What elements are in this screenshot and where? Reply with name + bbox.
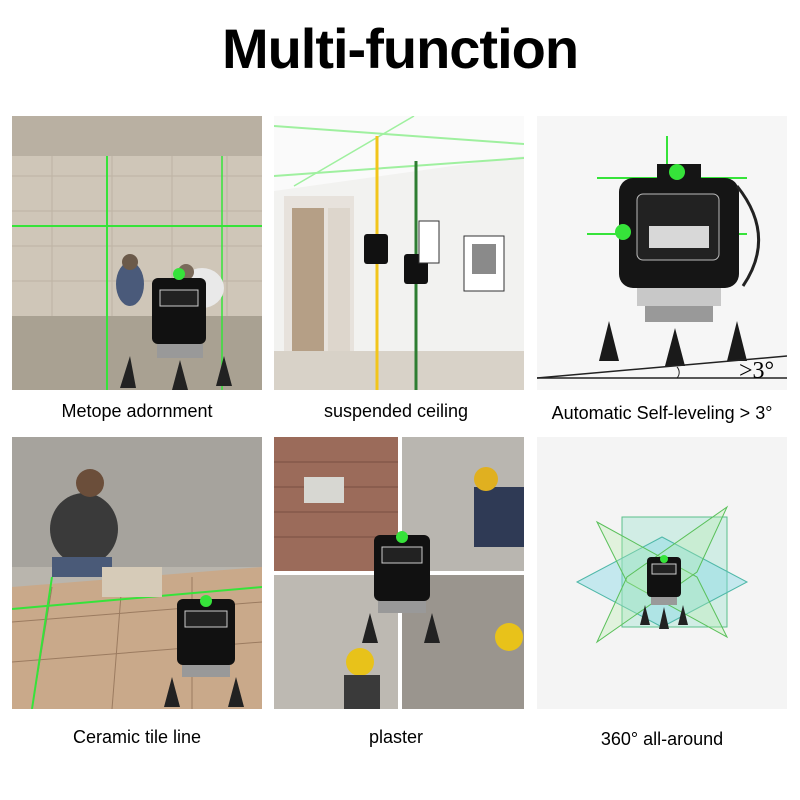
- caption-suspended-ceiling: suspended ceiling: [323, 401, 469, 421]
- all-around-illustration: [537, 437, 787, 709]
- page-title: Multi-function: [221, 17, 579, 80]
- ceramic-tile-photo: [12, 437, 262, 709]
- caption-self-leveling: Automatic Self-leveling > 3°: [551, 403, 773, 423]
- suspended-ceiling-photo: [274, 116, 524, 390]
- self-leveling-illustration: >3°: [537, 116, 787, 390]
- tilt-angle-label: >3°: [739, 358, 774, 384]
- metope-adornment-photo: [12, 116, 262, 390]
- caption-metope-adornment: Metope adornment: [61, 401, 213, 421]
- caption-plaster: plaster: [368, 727, 424, 747]
- caption-ceramic-tile-line: Ceramic tile line: [72, 727, 202, 747]
- plaster-collage-photo: [274, 437, 524, 709]
- caption-360-all-around: 360° all-around: [600, 729, 724, 749]
